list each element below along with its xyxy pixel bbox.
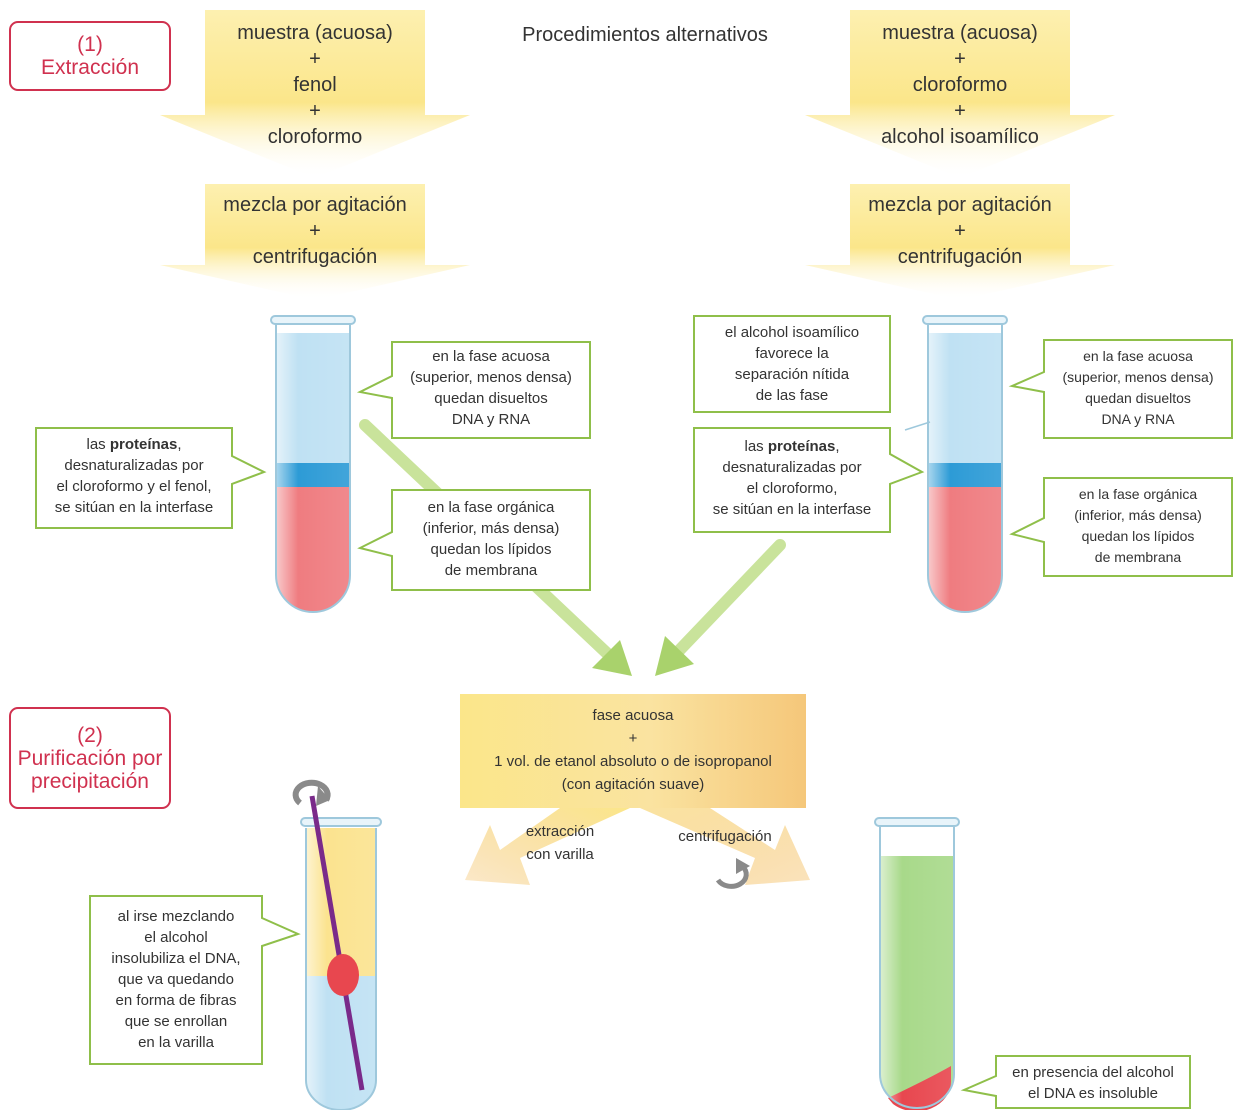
right-process-arrow bbox=[805, 184, 1115, 300]
left-extraction-tube bbox=[270, 315, 356, 613]
rod-extraction-arrow bbox=[465, 808, 630, 885]
right-converge-arrow bbox=[666, 539, 786, 664]
rod-note-callout bbox=[89, 895, 301, 1065]
left-protein-callout bbox=[35, 427, 267, 529]
precipitation-mixture-box bbox=[460, 694, 806, 808]
precipitation-mixture-text: fase acuosa+1 vol. de etanol absoluto o … bbox=[494, 707, 772, 793]
rod-rotation-icon bbox=[292, 779, 331, 806]
glass-rod bbox=[309, 795, 365, 1091]
left-process-arrow bbox=[160, 184, 470, 300]
pellet-note-callout bbox=[960, 1055, 1191, 1109]
step-2-box bbox=[9, 707, 171, 809]
right-protein-callout bbox=[693, 427, 925, 533]
pellet-tube bbox=[874, 817, 960, 1110]
aqueous-pointer-line bbox=[904, 421, 931, 431]
right-reagents-arrow bbox=[805, 10, 1115, 178]
centrifuge-rotation-icon bbox=[715, 858, 750, 889]
step-1-box bbox=[9, 21, 171, 91]
right-organic-callout bbox=[1009, 477, 1233, 577]
left-reagents-arrow bbox=[160, 10, 470, 178]
left-aqueous-callout bbox=[356, 341, 591, 439]
step-1-label: (1)Extracción bbox=[40, 33, 140, 79]
left-reagents-text: muestra (acuosa)+fenol+cloroformo bbox=[237, 22, 393, 148]
right-process-text: mezcla por agitación+centrifugación bbox=[868, 194, 1052, 268]
right-organic-note: en la fase orgánica(inferior, más densa)… bbox=[1074, 486, 1202, 565]
centrifuge-arrow bbox=[640, 808, 810, 885]
diagram-title: Procedimientos alternativos bbox=[522, 24, 768, 46]
left-organic-note: en la fase orgánica(inferior, más densa)… bbox=[422, 499, 560, 579]
centrifuge-label: centrifugación bbox=[678, 828, 772, 845]
right-converge-arrowhead bbox=[655, 636, 694, 676]
right-extraction-tube bbox=[922, 315, 1008, 613]
dna-fiber-blob bbox=[327, 954, 359, 996]
right-isoamyl-callout bbox=[693, 315, 891, 413]
left-process-text: mezcla por agitación+centrifugación bbox=[223, 194, 407, 268]
left-organic-callout bbox=[357, 489, 591, 591]
left-aqueous-note: en la fase acuosa(superior, menos densa)… bbox=[410, 348, 572, 428]
left-converge-arrowhead bbox=[592, 640, 632, 676]
right-reagents-text: muestra (acuosa)+cloroformo+alcohol isoa… bbox=[881, 22, 1039, 148]
right-aqueous-callout bbox=[1008, 339, 1233, 439]
right-aqueous-note: en la fase acuosa(superior, menos densa)… bbox=[1062, 348, 1214, 427]
